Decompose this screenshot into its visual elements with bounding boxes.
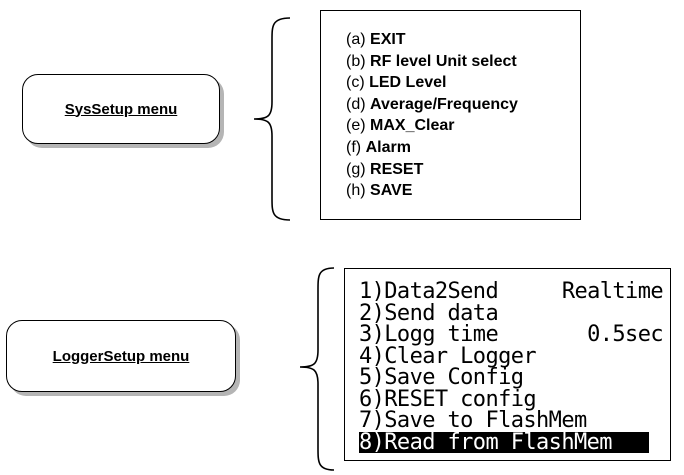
loggersetup-brace xyxy=(299,267,335,471)
syssetup-menu-label-box: SysSetup menu xyxy=(22,74,220,144)
syssetup-item[interactable]: (d) Average/Frequency xyxy=(346,95,518,113)
syssetup-item[interactable]: (a) EXIT xyxy=(346,31,406,48)
loggersetup-item[interactable]: 7)Save to FlashMem xyxy=(359,408,587,433)
syssetup-item[interactable]: (g) RESET xyxy=(346,160,424,178)
syssetup-item[interactable]: (c) LED Level xyxy=(346,74,447,92)
syssetup-brace xyxy=(253,17,291,221)
loggersetup-item[interactable]: 4)Clear Logger xyxy=(359,343,537,369)
syssetup-item[interactable]: (f) Alarm xyxy=(346,138,411,156)
loggersetup-menu-label: LoggerSetup menu xyxy=(52,347,190,365)
loggersetup-item-selected[interactable]: 8)Read from FlashMem xyxy=(359,431,649,453)
loggersetup-item[interactable]: 5)Save Config xyxy=(359,365,524,390)
syssetup-item[interactable]: (e) MAX_Clear xyxy=(346,117,455,135)
syssetup-item[interactable]: (b) RF level Unit select xyxy=(346,52,517,70)
syssetup-item[interactable]: (h) SAVE xyxy=(346,182,413,200)
loggersetup-item[interactable]: 2)Send data xyxy=(359,300,499,326)
loggersetup-menu-label-box: LoggerSetup menu xyxy=(6,320,236,392)
syssetup-menu-label: SysSetup menu xyxy=(64,100,178,118)
syssetup-menu-box: (a) EXIT (b) RF level Unit select (c) LE… xyxy=(320,10,581,220)
loggersetup-item[interactable]: 6)RESET config xyxy=(359,386,537,412)
loggersetup-item-value: Realtime xyxy=(561,279,664,304)
loggersetup-item-value: 0.5sec xyxy=(587,322,663,347)
syssetup-menu-list: (a) EXIT (b) RF level Unit select (c) LE… xyxy=(321,11,580,202)
